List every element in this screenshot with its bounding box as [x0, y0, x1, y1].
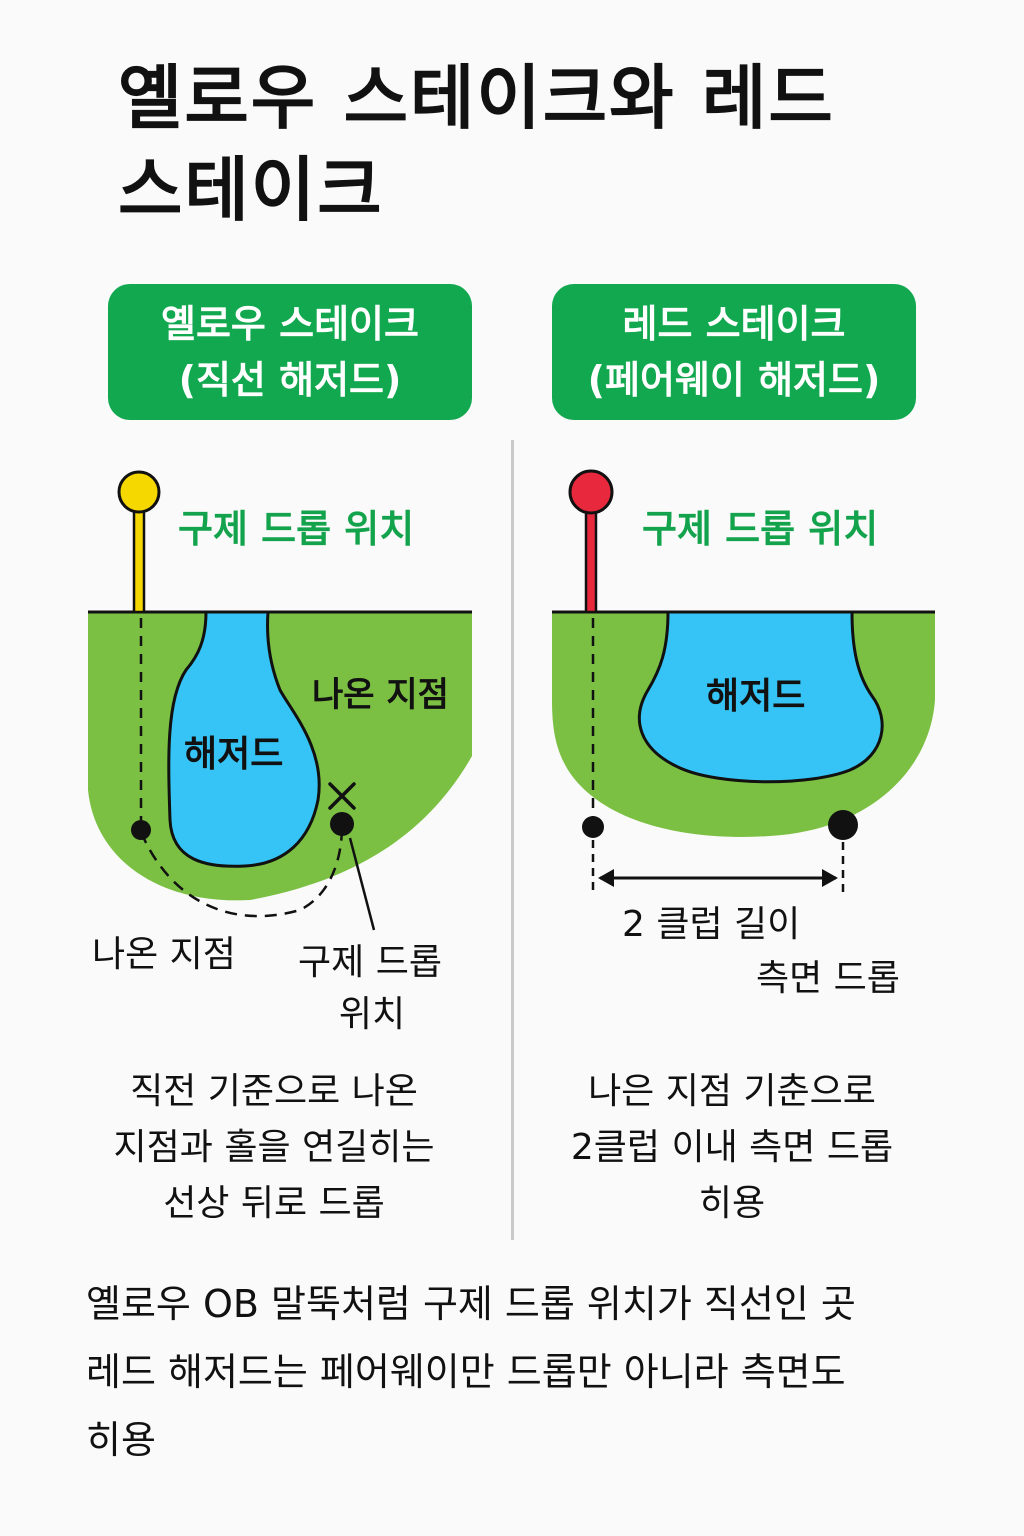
- yellow-caption-line-1: 직전 기준으로 나온: [64, 1064, 484, 1120]
- left-exit-label-bottom: 나온 지점: [92, 934, 236, 975]
- yellow-caption-line-2: 지점과 홀을 연길히는: [64, 1120, 484, 1176]
- right-exit-point: [582, 816, 604, 838]
- two-club-length-label: 2 클럽 길이: [622, 904, 800, 945]
- red-caption-line-2: 2클럽 이내 측면 드롭: [522, 1120, 942, 1176]
- yellow-stake-head: [119, 472, 159, 512]
- yellow-caption-line-3: 선상 뒤로 드롭: [64, 1176, 484, 1232]
- left-drop-position-label-1: 구제 드롭: [298, 942, 442, 983]
- red-caption-line-1: 나은 지점 기춘으로: [522, 1064, 942, 1120]
- red-stake-pole: [586, 508, 596, 612]
- side-drop-label: 측면 드롭: [756, 958, 900, 999]
- red-caption-line-3: 히용: [522, 1176, 942, 1232]
- red-hazard-diagram: 구제 드롭 위치 해저드 2 클럽 길이 측면 드롭: [552, 471, 935, 999]
- footer-line-1: 옐로우 OB 말뚝처럼 구제 드롭 위치가 직선인 곳: [86, 1270, 966, 1338]
- left-drop-position-label-2: 위치: [339, 994, 405, 1035]
- arrow-head-right-icon: [822, 869, 838, 887]
- summary-footer: 옐로우 OB 말뚝처럼 구제 드롭 위치가 직선인 곳 레드 해저드는 페어웨이…: [86, 1270, 966, 1474]
- left-hazard-label: 해저드: [184, 734, 283, 775]
- right-drop-zone-label: 구제 드롭 위치: [642, 507, 878, 551]
- left-drop-zone-label: 구제 드롭 위치: [178, 507, 414, 551]
- yellow-hazard-diagram: 구제 드롭 위치 해저드 나온 지점 나온 지점 구제 드롭 위치: [88, 472, 472, 1035]
- footer-line-3: 히용: [86, 1406, 966, 1474]
- left-drop-point: [330, 812, 354, 836]
- left-exit-label-top: 나온 지점: [312, 675, 449, 715]
- footer-line-2: 레드 해저드는 페어웨이만 드롭만 아니라 측면도: [86, 1338, 966, 1406]
- yellow-stake-pole: [134, 506, 144, 612]
- red-stake-head: [570, 471, 612, 513]
- arrow-head-left-icon: [598, 869, 614, 887]
- right-drop-point: [828, 810, 858, 840]
- right-hazard-label: 해저드: [706, 676, 805, 717]
- hazard-diagrams: 구제 드롭 위치 해저드 나온 지점 나온 지점 구제 드롭 위치 구제 드롭 …: [0, 0, 1024, 1060]
- left-exit-point: [131, 820, 151, 840]
- red-stake-caption: 나은 지점 기춘으로 2클럽 이내 측면 드롭 히용: [522, 1064, 942, 1232]
- yellow-stake-caption: 직전 기준으로 나온 지점과 홀을 연길히는 선상 뒤로 드롭: [64, 1064, 484, 1232]
